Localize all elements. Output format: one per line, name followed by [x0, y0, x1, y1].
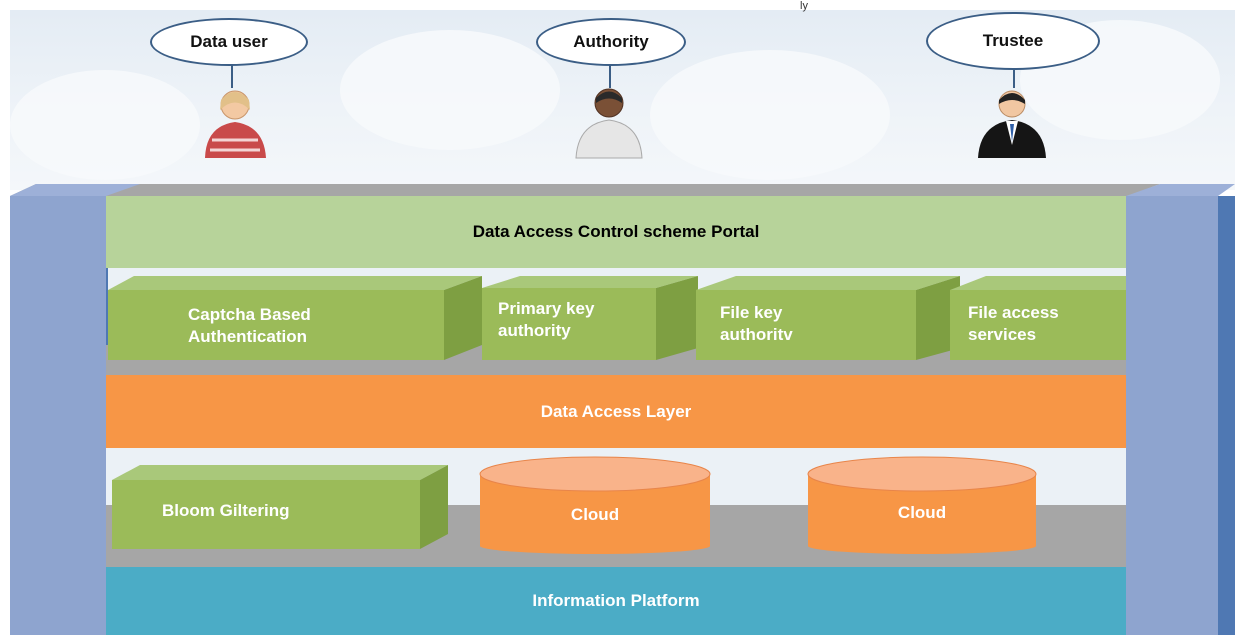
- actor-bubble-trustee: Trustee: [926, 12, 1100, 70]
- service-box-captcha: [108, 276, 482, 360]
- bloom-filter-box: [112, 465, 448, 549]
- actor-bubble-data-user: Data user: [150, 18, 308, 66]
- service-box-primary-key: [482, 276, 698, 360]
- bloom-filter-label: Bloom Giltering: [162, 501, 290, 520]
- actor-label: Authority: [573, 32, 649, 51]
- actor-label: Data user: [190, 32, 268, 51]
- service-label-file-access: File access services: [968, 303, 1059, 344]
- female-user-icon: [205, 90, 266, 158]
- service-label-file-key: File key authoritv: [720, 303, 793, 344]
- service-box-file-access: [950, 276, 1126, 360]
- service-box-file-key: [696, 276, 960, 360]
- information-platform-layer: [106, 567, 1126, 635]
- information-platform-label: Information Platform: [532, 591, 700, 610]
- cloud-label: Cloud: [897, 503, 947, 522]
- portal-layer: [106, 196, 1126, 268]
- service-label-primary-key: Primary key authority: [498, 299, 595, 340]
- data-access-layer: [106, 375, 1126, 448]
- data-access-layer-label: Data Access Layer: [540, 401, 692, 421]
- cloud-cylinder-2: [807, 456, 1037, 554]
- actor-label: Trustee: [982, 31, 1044, 50]
- male-user-icon: [575, 88, 643, 159]
- cloud-cylinder-1: [479, 456, 711, 554]
- portal-label: Data Access Control scheme Portal: [472, 222, 760, 241]
- actor-bubble-authority: Authority: [536, 18, 686, 66]
- right-pillar: [1126, 184, 1235, 635]
- cloud-label: Cloud: [570, 505, 620, 524]
- header-text: ly: [800, 0, 808, 12]
- service-label-captcha: Captcha Based Authentication: [188, 305, 311, 346]
- businessman-icon: [978, 90, 1046, 158]
